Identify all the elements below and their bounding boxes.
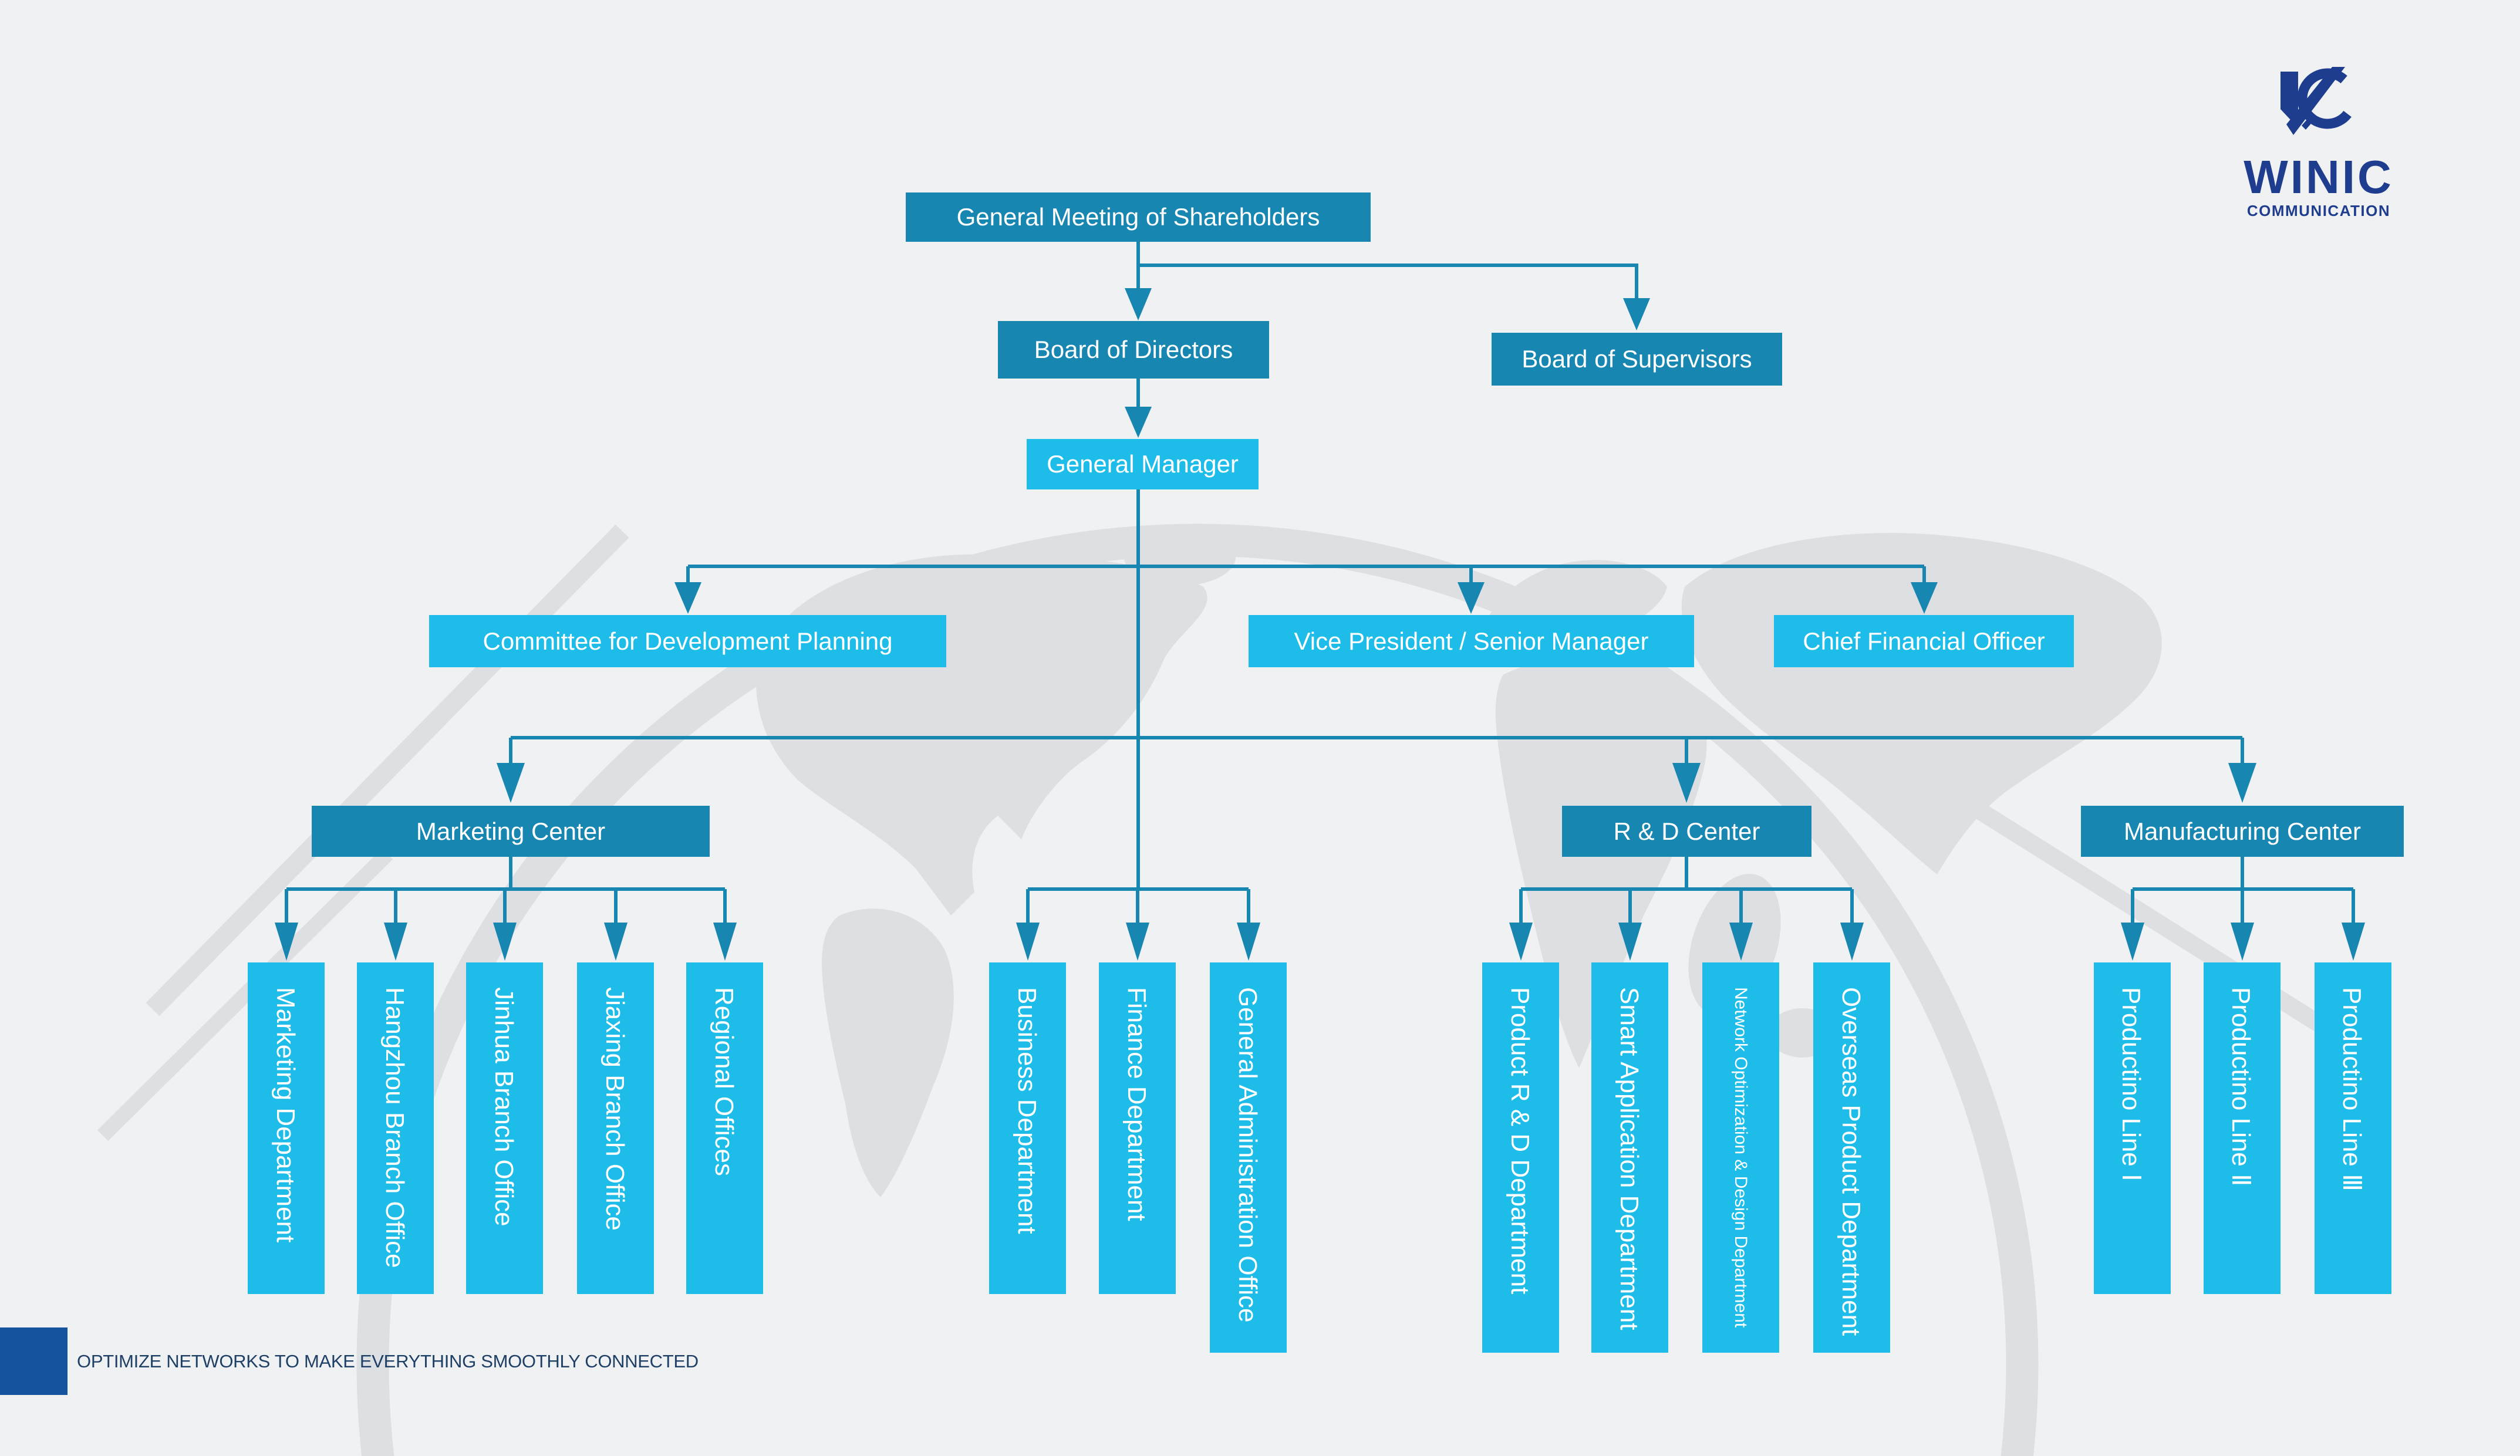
node-committee-development-planning: Committee for Development Planning: [429, 615, 946, 667]
vbox-label: Marketing Department: [271, 987, 300, 1243]
footer-accent-square: [0, 1327, 68, 1395]
node-jiaxing-branch-office: Jiaxing Branch Office: [577, 962, 654, 1294]
logo-subname: COMMUNICATION: [2246, 202, 2391, 219]
node-board-of-supervisors: Board of Supervisors: [1492, 333, 1782, 386]
vbox-label: Smart Application Department: [1614, 987, 1644, 1330]
vbox-label: General Administration Office: [1233, 987, 1262, 1323]
vbox-label: Finance Department: [1122, 987, 1151, 1221]
vbox-label: Productino Line Ⅲ: [2337, 987, 2366, 1192]
node-hangzhou-branch-office: Hangzhou Branch Office: [357, 962, 434, 1294]
node-general-administration-office: General Administration Office: [1210, 962, 1287, 1353]
company-logo: WINIC COMMUNICATION: [2231, 66, 2407, 220]
vbox-label: Business Department: [1012, 987, 1041, 1234]
logo-name: WINIC: [2244, 151, 2394, 203]
node-finance-department: Finance Department: [1099, 962, 1176, 1294]
node-production-line-2: Productino Line Ⅱ: [2204, 962, 2281, 1294]
node-marketing-center: Marketing Center: [312, 806, 710, 857]
node-regional-offices: Regional Offices: [686, 962, 763, 1294]
node-manufacturing-center: Manufacturing Center: [2081, 806, 2404, 857]
vbox-label: Regional Offices: [709, 987, 738, 1177]
vbox-label: Jinhua Branch Office: [489, 987, 518, 1227]
node-vice-president-senior-manager: Vice President / Senior Manager: [1249, 615, 1694, 667]
vbox-label: Productino Line Ⅰ: [2116, 987, 2145, 1181]
vbox-label: Overseas Product Department: [1836, 987, 1865, 1336]
node-production-line-3: Productino Line Ⅲ: [2315, 962, 2391, 1294]
winic-logo-icon: [2281, 67, 2358, 135]
node-smart-application-department: Smart Application Department: [1591, 962, 1668, 1353]
vbox-label: Productino Line Ⅱ: [2226, 987, 2255, 1187]
node-general-meeting-of-shareholders: General Meeting of Shareholders: [906, 192, 1371, 242]
node-overseas-product-department: Overseas Product Department: [1813, 962, 1890, 1353]
node-network-optimization-design-department: Network Optimization & Design Department: [1702, 962, 1779, 1353]
node-marketing-department: Marketing Department: [248, 962, 325, 1294]
vbox-label: Product R & D Department: [1505, 987, 1534, 1295]
node-jinhua-branch-office: Jinhua Branch Office: [466, 962, 543, 1294]
footer-tagline: OPTIMIZE NETWORKS TO MAKE EVERYTHING SMO…: [77, 1350, 699, 1371]
node-product-rd-department: Product R & D Department: [1482, 962, 1559, 1353]
vbox-label: Hangzhou Branch Office: [380, 987, 409, 1268]
node-general-manager: General Manager: [1027, 439, 1259, 489]
node-business-department: Business Department: [989, 962, 1066, 1294]
node-production-line-1: Productino Line Ⅰ: [2094, 962, 2171, 1294]
node-chief-financial-officer: Chief Financial Officer: [1774, 615, 2074, 667]
vbox-label: Network Optimization & Design Department: [1730, 987, 1750, 1328]
node-rd-center: R & D Center: [1562, 806, 1811, 857]
vbox-label: Jiaxing Branch Office: [600, 987, 629, 1231]
node-board-of-directors: Board of Directors: [998, 321, 1269, 379]
